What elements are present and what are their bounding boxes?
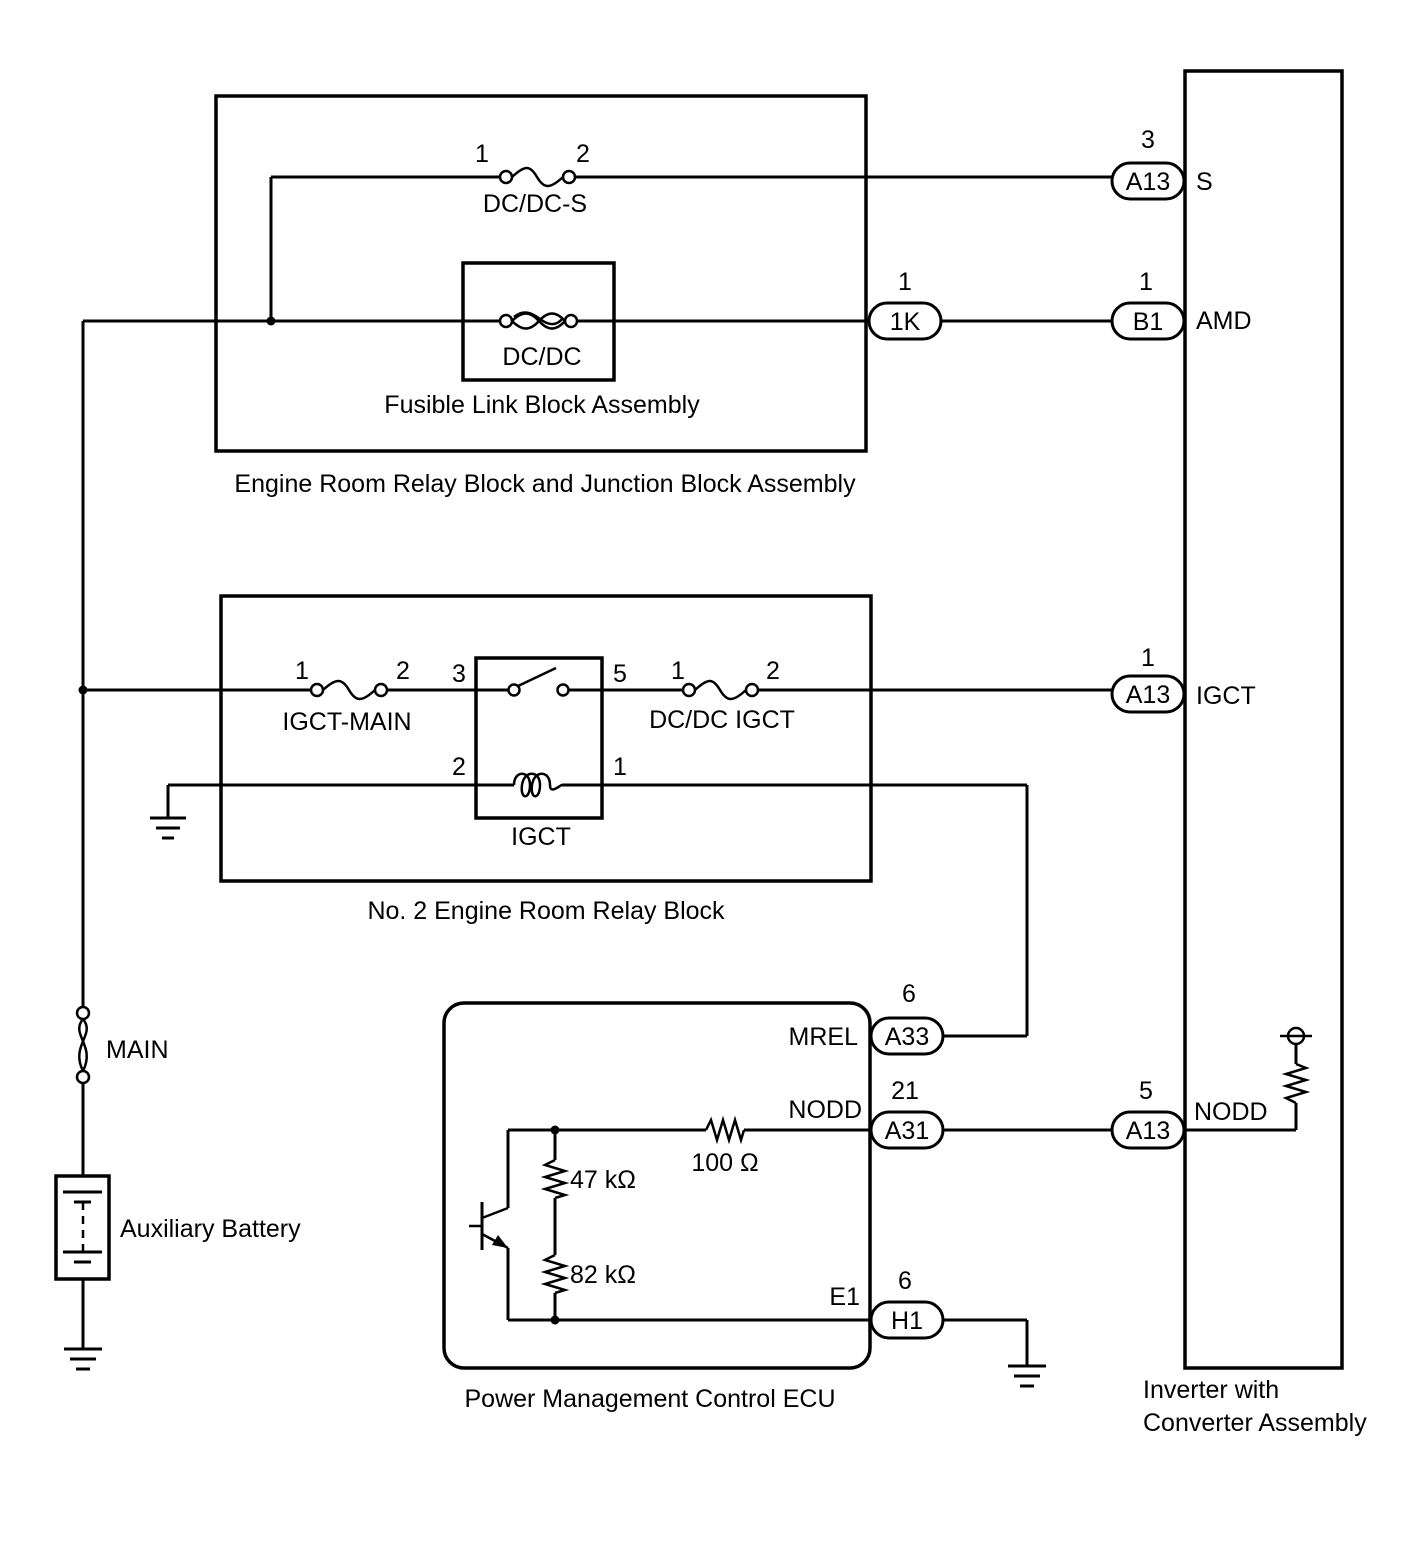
signal-label: MREL [789,1023,859,1051]
resistor-value: 100 Ω [691,1149,758,1177]
pin-number: 2 [576,140,590,168]
component-label: Fusible Link Block Assembly [384,391,700,419]
pullup-resistor-icon [1281,1062,1311,1105]
connector-b1-amd: B1 [1110,301,1186,341]
connector-1k: 1K [867,301,943,341]
dcdc-s-fuse-icon [498,166,577,188]
connector-a13-igct: A13 [1110,674,1186,714]
pin-number: 3 [1141,126,1155,154]
ecu-ground-icon [1008,1364,1046,1388]
connector-id: A13 [1126,1117,1170,1145]
dcdc-igct-fuse-icon [681,679,760,701]
dcdc-fusible-link-icon [498,311,579,330]
connector-id: H1 [891,1307,923,1335]
signal-label: AMD [1196,307,1252,335]
fuse-label: IGCT-MAIN [282,708,411,736]
fuse-label: DC/DC [502,343,581,371]
engine-room-jb-box [214,94,868,453]
signal-label: IGCT [1196,682,1256,710]
pin-number: 3 [452,660,466,688]
connector-a13-nodd: A13 [1110,1110,1186,1150]
connector-a33-mrel: A33 [869,1016,945,1056]
connector-id: B1 [1133,308,1164,336]
connector-id: A31 [885,1117,929,1145]
component-label: Engine Room Relay Block and Junction Blo… [234,470,856,498]
pin-number: 2 [766,657,780,685]
transistor-icon [469,1130,510,1320]
pin-number: 1 [613,753,627,781]
component-label: Power Management Control ECU [465,1385,836,1413]
battery-ground-icon [64,1347,102,1371]
resistor-47k-icon [540,1158,570,1200]
connector-id: A33 [885,1023,929,1051]
pin-number: 2 [396,657,410,685]
no2-relay-block-box [219,594,873,883]
relay-label: IGCT [511,823,571,851]
signal-label: NODD [1194,1098,1268,1126]
pin-number: 1 [295,657,309,685]
relay-switch-icon [476,666,602,697]
relay-box [474,656,604,820]
relay-ground-icon [150,816,186,840]
component-label: No. 2 Engine Room Relay Block [367,897,725,925]
pm-ecu-box [442,1001,872,1370]
pin-number: 1 [1139,268,1153,296]
connector-id: 1K [890,308,921,336]
voltage-source-icon [1280,1026,1312,1046]
auxiliary-battery-icon [54,1174,111,1281]
fuse-label: DC/DC-S [483,190,587,218]
connector-a13-s: A13 [1110,161,1186,201]
connector-a31-nodd: A31 [869,1110,945,1150]
relay-coil-icon [512,772,563,798]
signal-label: S [1196,168,1213,196]
component-label: Converter Assembly [1143,1409,1367,1437]
pin-number: 2 [452,753,466,781]
fuse-label: MAIN [106,1036,169,1064]
pin-number: 1 [671,657,685,685]
pin-number: 1 [1141,644,1155,672]
fuse-label: DC/DC IGCT [649,706,795,734]
connector-id: A13 [1126,168,1170,196]
resistor-value: 82 kΩ [570,1261,636,1289]
component-label: Inverter with [1143,1376,1279,1404]
pin-number: 5 [1139,1077,1153,1105]
pin-number: 6 [898,1267,912,1295]
signal-label: E1 [829,1283,860,1311]
pin-number: 5 [613,660,627,688]
connector-id: A13 [1126,681,1170,709]
resistor-100-icon [704,1115,746,1145]
main-fuse-icon [75,1005,91,1085]
signal-label: NODD [788,1096,862,1124]
pin-number: 1 [475,140,489,168]
pin-number: 6 [902,980,916,1008]
pin-number: 21 [891,1077,919,1105]
inverter-box [1183,69,1344,1370]
component-label: Auxiliary Battery [120,1215,301,1243]
resistor-82k-icon [540,1253,570,1295]
resistor-value: 47 kΩ [570,1166,636,1194]
igct-main-fuse-icon [309,679,389,701]
pin-number: 1 [898,268,912,296]
connector-h1-e1: H1 [869,1300,945,1340]
